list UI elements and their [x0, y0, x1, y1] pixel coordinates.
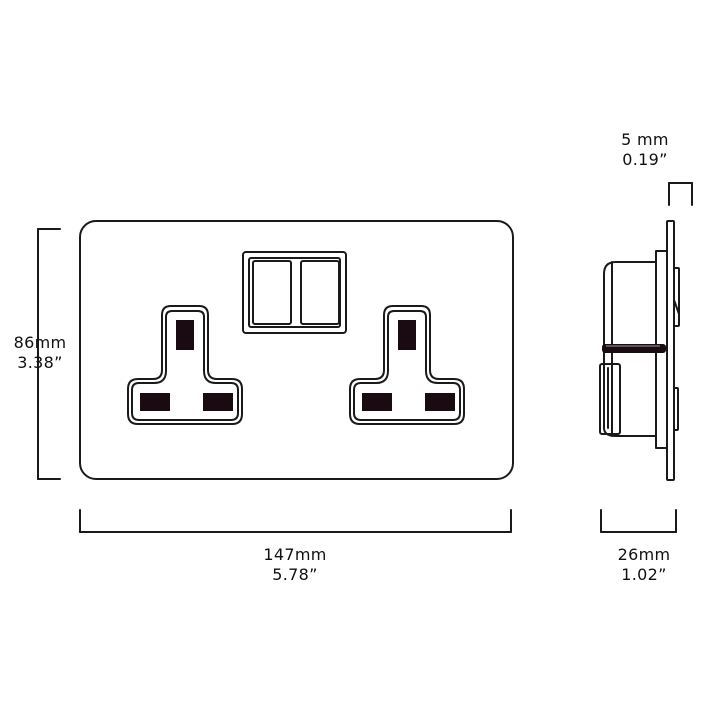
width-imperial: 5.78” — [272, 565, 318, 584]
width-dimension-bracket — [79, 509, 512, 533]
height-metric: 86mm — [13, 333, 67, 352]
width-metric: 147mm — [263, 545, 327, 564]
right-socket-earth-pin — [398, 320, 416, 350]
side-switch-protrusion — [673, 267, 680, 327]
left-socket — [127, 305, 243, 425]
left-socket-live-pin — [140, 393, 170, 411]
side-mounting-screw — [602, 344, 666, 353]
side-face-plate — [666, 220, 675, 481]
plate-thickness-bracket — [668, 182, 693, 206]
right-socket — [349, 305, 465, 425]
left-rocker-switch — [252, 260, 292, 325]
width-dimension-label: 147mm 5.78” — [245, 545, 345, 585]
side-lower-protrusion — [673, 387, 679, 431]
face-plate — [79, 220, 514, 480]
right-socket-live-pin — [362, 393, 392, 411]
depth-metric: 26mm — [617, 545, 671, 564]
height-dimension-bracket — [37, 228, 61, 480]
depth-dimension-bracket — [600, 509, 677, 533]
height-imperial: 3.38” — [17, 353, 63, 372]
side-terminal-block — [599, 363, 621, 435]
right-rocker-switch — [300, 260, 340, 325]
right-socket-neutral-pin — [425, 393, 455, 411]
depth-imperial: 1.02” — [621, 565, 667, 584]
plate-thickness-imperial: 0.19” — [622, 150, 668, 169]
left-socket-earth-pin — [176, 320, 194, 350]
height-dimension-label: 86mm 3.38” — [0, 333, 80, 373]
depth-dimension-label: 26mm 1.02” — [599, 545, 689, 585]
plate-thickness-metric: 5 mm — [621, 130, 669, 149]
left-socket-neutral-pin — [203, 393, 233, 411]
switch-panel — [242, 251, 347, 334]
plate-thickness-label: 5 mm 0.19” — [600, 130, 690, 170]
